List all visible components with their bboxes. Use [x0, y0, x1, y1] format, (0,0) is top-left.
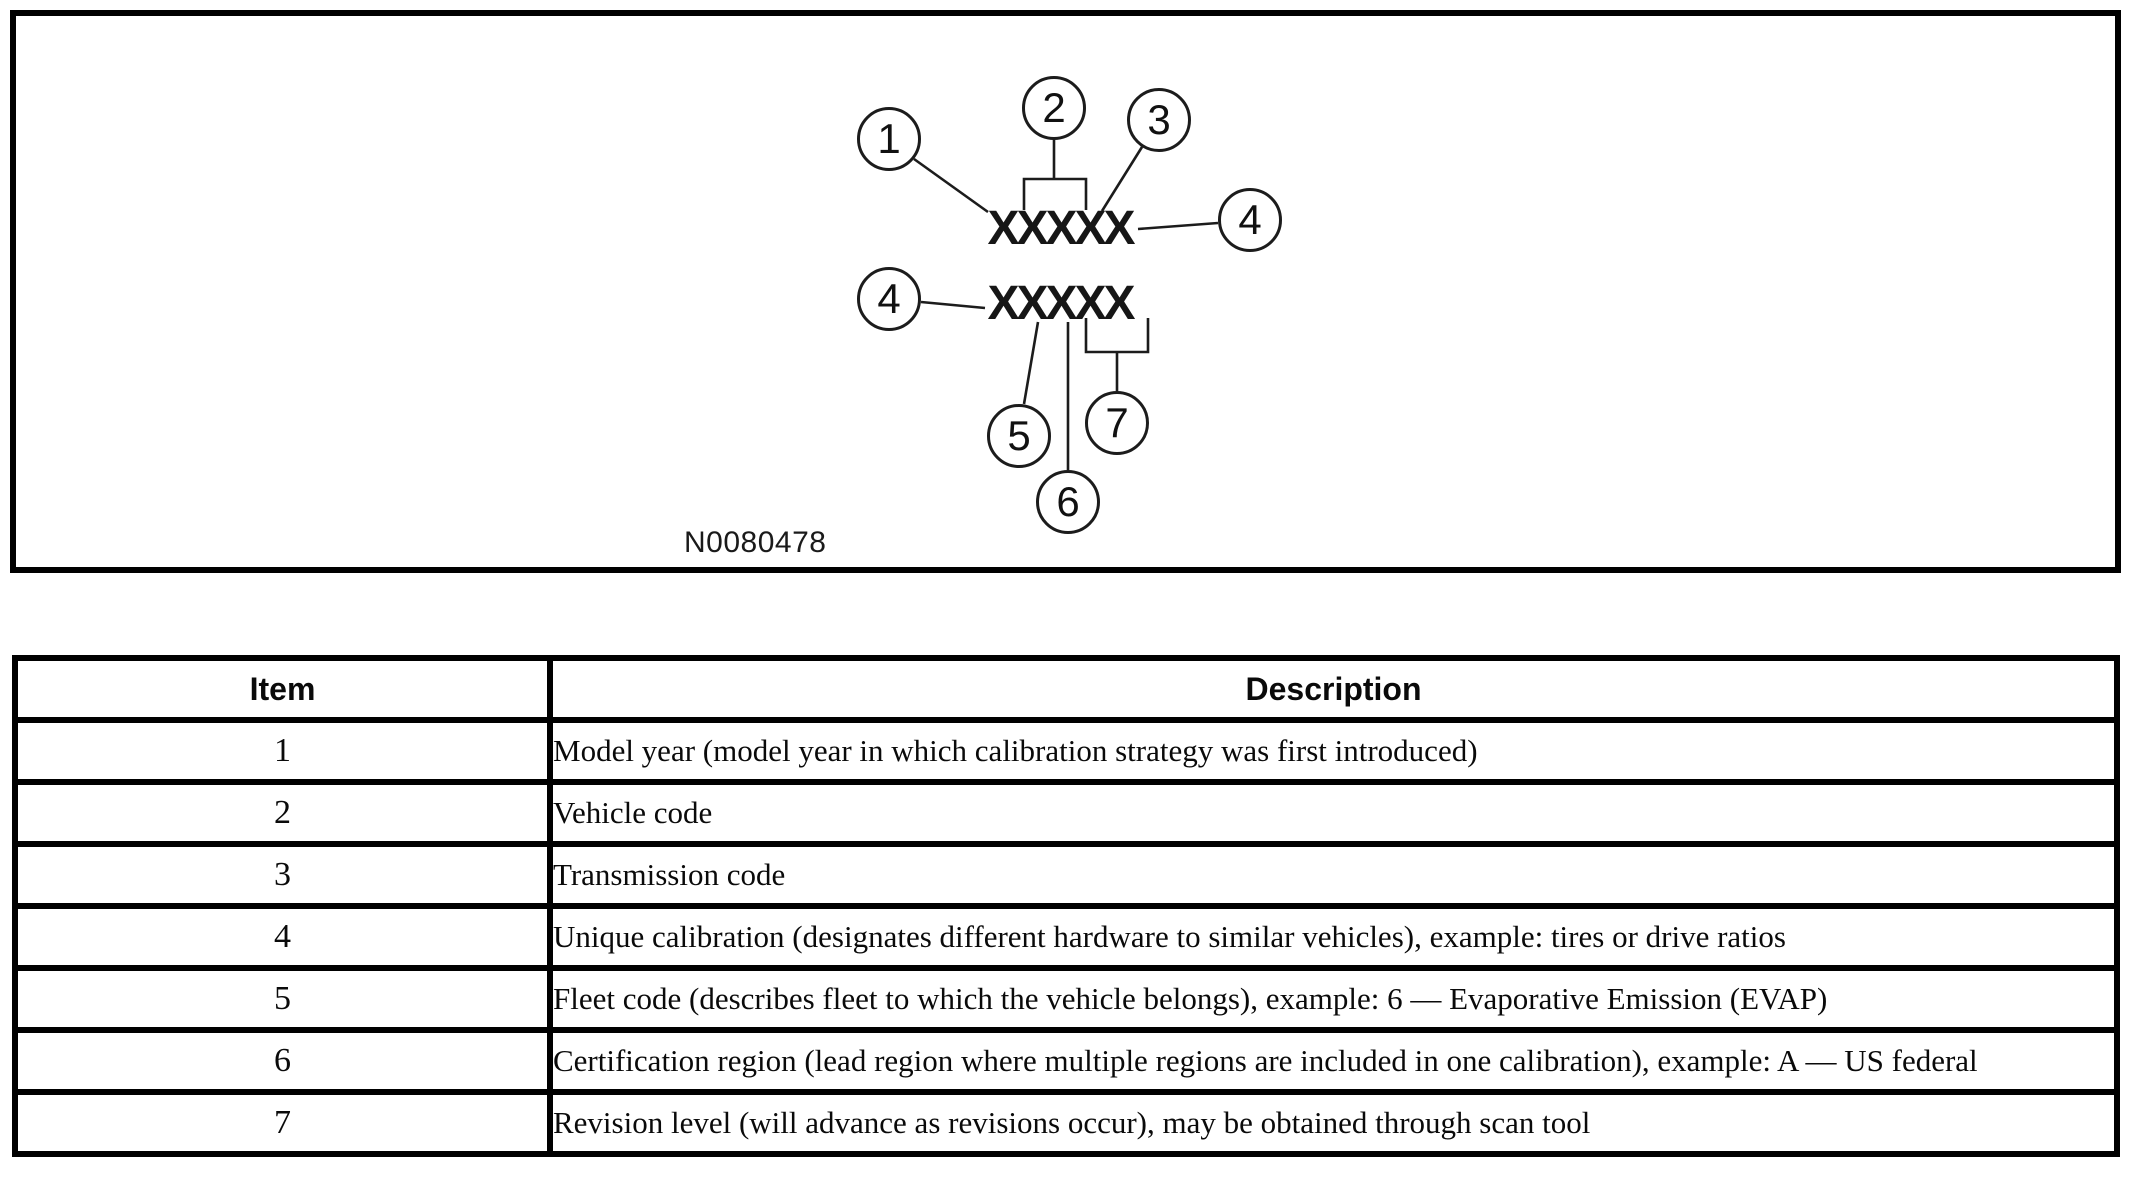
- table-row: 7 Revision level (will advance as revisi…: [12, 1089, 2120, 1157]
- item-description: Unique calibration (designates different…: [547, 903, 2120, 971]
- item-number: 7: [12, 1089, 553, 1157]
- calibration-code-line-2: XXXXX: [987, 277, 1135, 330]
- callout-6-label: 6: [1056, 478, 1080, 525]
- callout-3-label: 3: [1147, 96, 1171, 143]
- callout-1: 1: [857, 107, 921, 171]
- item-number: 6: [12, 1027, 553, 1095]
- callout-4-left: 4: [857, 267, 921, 331]
- table-row: 6 Certification region (lead region wher…: [12, 1027, 2120, 1095]
- callout-2: 2: [1022, 76, 1086, 140]
- item-description: Vehicle code: [547, 779, 2120, 847]
- callout-6: 6: [1036, 470, 1100, 534]
- callout-4-right: 4: [1218, 188, 1282, 252]
- callout-7-label: 7: [1105, 399, 1129, 446]
- table-header-row: Item Description: [12, 655, 2120, 723]
- item-number: 4: [12, 903, 553, 971]
- item-number: 5: [12, 965, 553, 1033]
- item-number: 3: [12, 841, 553, 909]
- figure-id: N0080478: [684, 526, 827, 559]
- callout-2-label: 2: [1042, 84, 1066, 131]
- callout-7: 7: [1085, 391, 1149, 455]
- callout-5-label: 5: [1007, 412, 1031, 459]
- leader-line-callout-5: [1022, 321, 1040, 405]
- calibration-code-line-1: XXXXX: [987, 202, 1135, 255]
- table-row: 2 Vehicle code: [12, 779, 2120, 847]
- item-number: 2: [12, 779, 553, 847]
- leader-line-callout-4-right: [1137, 221, 1219, 231]
- table-row: 1 Model year (model year in which calibr…: [12, 717, 2120, 785]
- item-description: Transmission code: [547, 841, 2120, 909]
- legend-table: Item Description 1 Model year (model yea…: [12, 655, 2120, 1157]
- callout-5: 5: [987, 404, 1051, 468]
- header-description: Description: [547, 655, 2120, 723]
- leader-line-callout-1: [913, 157, 989, 214]
- callout-4-left-label: 4: [877, 275, 901, 322]
- table-row: 5 Fleet code (describes fleet to which t…: [12, 965, 2120, 1033]
- item-description: Certification region (lead region where …: [547, 1027, 2120, 1095]
- figure-panel: XXXXX XXXXX 1 2 3 4 4 5 6 7 N0080478: [10, 10, 2121, 573]
- item-description: Revision level (will advance as revision…: [547, 1089, 2120, 1157]
- item-number: 1: [12, 717, 553, 785]
- callout-3: 3: [1127, 88, 1191, 152]
- header-item: Item: [12, 655, 553, 723]
- table-row: 3 Transmission code: [12, 841, 2120, 909]
- leader-line-callout-4-left: [920, 300, 986, 310]
- callout-4-right-label: 4: [1238, 196, 1262, 243]
- item-description: Fleet code (describes fleet to which the…: [547, 965, 2120, 1033]
- callout-1-label: 1: [877, 115, 901, 162]
- table-row: 4 Unique calibration (designates differe…: [12, 903, 2120, 971]
- item-description: Model year (model year in which calibrat…: [547, 717, 2120, 785]
